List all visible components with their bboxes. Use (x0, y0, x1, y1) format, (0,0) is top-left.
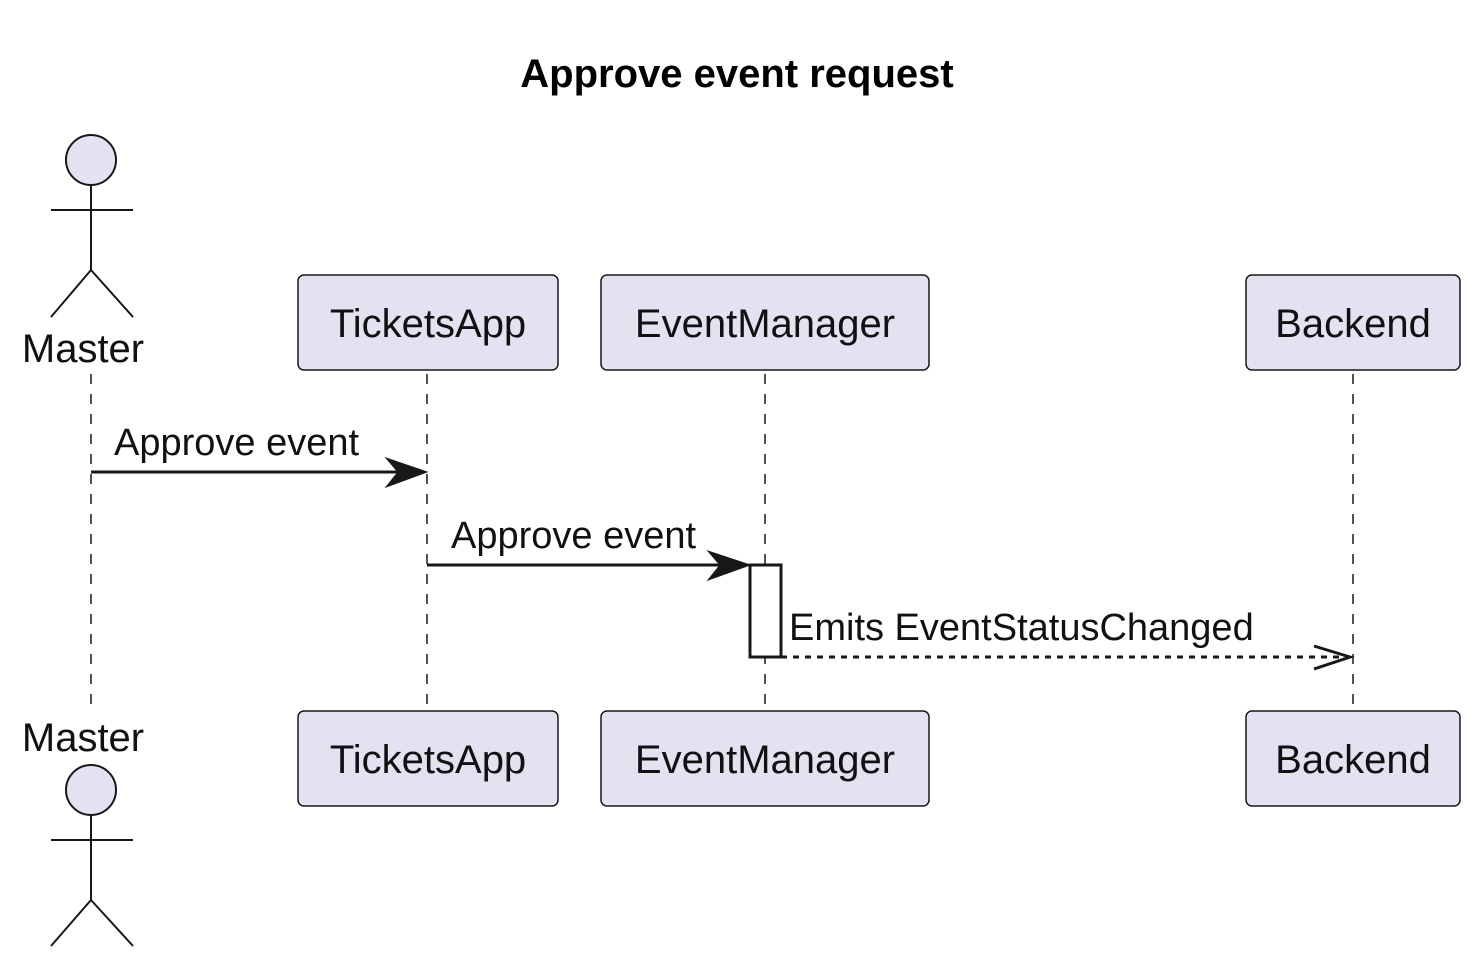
participant-box (600, 710, 930, 807)
arrow-head-icon (384, 456, 429, 489)
actor-leg-left (50, 269, 92, 318)
activation-bar (748, 563, 783, 659)
message-label: Approve event (451, 515, 696, 557)
actor-label: Master (22, 716, 144, 760)
participant-box (297, 710, 559, 807)
message-approve-event-2: Approve event (427, 515, 752, 582)
message-label: Emits EventStatusChanged (789, 607, 1254, 649)
participant-label: Backend (1275, 738, 1431, 782)
participant-ticketsapp-bottom: TicketsApp (297, 710, 559, 807)
participant-ticketsapp-top: TicketsApp (297, 274, 559, 371)
message-label: Approve event (114, 422, 359, 464)
actor-head-icon (65, 134, 117, 186)
participant-label: EventManager (635, 738, 895, 782)
message-approve-event-1: Approve event (91, 422, 429, 489)
participant-label: TicketsApp (330, 302, 526, 346)
actor-leg-right (90, 269, 134, 318)
participant-box (600, 274, 930, 371)
participant-eventmanager-top: EventManager (600, 274, 930, 371)
actor-label: Master (22, 327, 144, 371)
arrow-head-icon (706, 549, 752, 582)
participant-backend-bottom: Backend (1245, 710, 1461, 807)
actor-master-top: Master (22, 134, 144, 371)
actor-leg-left (50, 899, 92, 947)
actor-head-icon (65, 764, 117, 816)
diagram-title: Approve event request (520, 52, 953, 96)
participant-label: Backend (1275, 302, 1431, 346)
participant-label: EventManager (635, 302, 895, 346)
participant-box (1245, 274, 1461, 371)
participant-label: TicketsApp (330, 738, 526, 782)
open-arrow-head-icon (1313, 644, 1355, 671)
message-emits-event-status-changed: Emits EventStatusChanged (781, 607, 1355, 671)
participant-eventmanager-bottom: EventManager (600, 710, 930, 807)
actor-leg-right (90, 899, 134, 947)
actor-master-bottom: Master (22, 716, 144, 947)
participant-backend-top: Backend (1245, 274, 1461, 371)
participant-box (297, 274, 559, 371)
participant-box (1245, 710, 1461, 807)
